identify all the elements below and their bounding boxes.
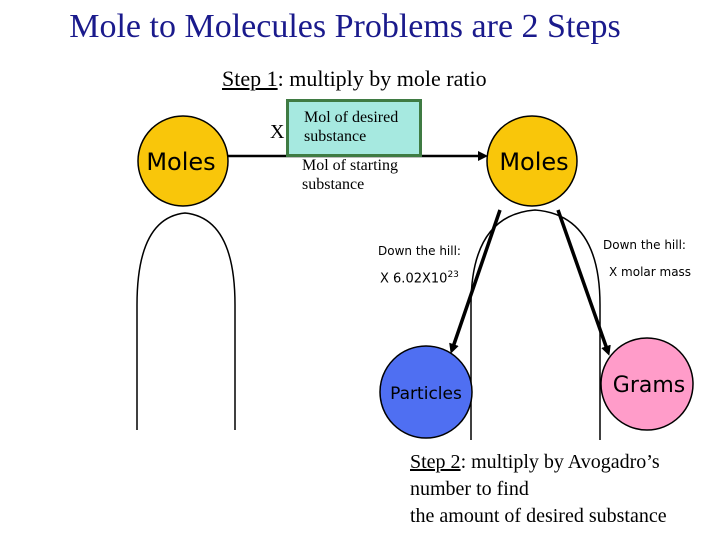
- moles-left-label: Moles: [146, 148, 215, 176]
- step-1-label: Step 1: [222, 66, 278, 91]
- step-2-text: : multiply by Avogadro’s: [460, 451, 660, 473]
- grams-node: [600, 337, 694, 431]
- right-path-operation: X molar mass: [609, 265, 692, 279]
- ratio-denominator-line2: substance: [302, 176, 365, 193]
- right-hill: [470, 209, 601, 440]
- ratio-numerator-line1: Mol of desired: [304, 109, 399, 126]
- right-path-label: Down the hill:: [603, 238, 686, 252]
- arrow-moles-to-grams: [556, 209, 611, 356]
- grams-label: Grams: [613, 373, 685, 398]
- step-2-label: Step 2: [410, 451, 461, 473]
- avogadro-exponent: 23: [447, 270, 459, 280]
- left-path-operation: X 6.02X1023: [380, 270, 459, 286]
- mole-ratio-denominator: Mol of starting substance: [302, 156, 398, 194]
- left-path-label: Down the hill:: [378, 244, 461, 258]
- left-hill: [136, 212, 236, 430]
- particles-label: Particles: [390, 384, 462, 404]
- step-1-instruction: Step 1: multiply by mole ratio: [222, 66, 487, 92]
- moles-left-node: [137, 115, 229, 207]
- mole-ratio-numerator-box: [286, 99, 422, 157]
- step-2-line3: the amount of desired substance: [410, 505, 667, 527]
- moles-right-label: Moles: [499, 148, 568, 176]
- step-2-instruction: Step 2: multiply by Avogadro’s number to…: [410, 449, 667, 530]
- ratio-denominator-line1: Mol of starting: [302, 157, 398, 174]
- step-2-line2: number to find: [410, 478, 529, 500]
- multiply-sign: X: [270, 121, 285, 143]
- step-1-text: : multiply by mole ratio: [277, 66, 487, 91]
- page-title: Mole to Molecules Problems are 2 Steps: [69, 8, 621, 45]
- moles-right-node: [486, 115, 578, 207]
- arrow-moles-to-particles: [449, 209, 502, 354]
- step-2-line1: Step 2: multiply by Avogadro’s: [410, 449, 667, 476]
- mole-ratio-numerator: Mol of desired substance: [304, 108, 398, 146]
- particles-node: [379, 345, 473, 439]
- ratio-numerator-line2: substance: [304, 128, 367, 145]
- avogadro-number: X 6.02X10: [380, 271, 448, 287]
